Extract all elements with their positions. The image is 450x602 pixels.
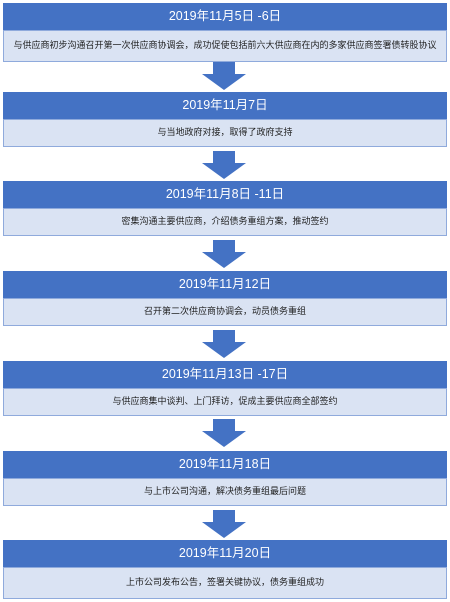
step-description-box: 与供应商集中谈判、上门拜访，促成主要供应商全部签约 [3, 388, 447, 416]
down-arrow-icon [200, 419, 248, 447]
step-date-bar: 2019年11月5日 -6日 [3, 3, 447, 30]
down-arrow-icon [200, 330, 248, 358]
step-description-text: 与上市公司沟通，解决债务重组最后问题 [143, 486, 306, 497]
step-description-text: 与供应商初步沟通召开第一次供应商协调会，成功促使包括前六大供应商在内的多家供应商… [13, 40, 437, 51]
step-date-bar: 2019年11月8日 -11日 [3, 181, 447, 208]
step-date-bar: 2019年11月7日 [3, 92, 447, 119]
down-arrow-icon [200, 240, 248, 268]
step-description-text: 召开第二次供应商协调会，动员债务重组 [143, 306, 306, 317]
down-arrow-icon [200, 151, 248, 179]
step-date-bar: 2019年11月12日 [3, 271, 447, 298]
step-description-box: 与当地政府对接，取得了政府支持 [3, 119, 447, 147]
step-description-box: 召开第二次供应商协调会，动员债务重组 [3, 298, 447, 326]
step-date-bar: 2019年11月18日 [3, 451, 447, 478]
step-description-box: 上市公司发布公告，签署关键协议，债务重组成功 [3, 567, 447, 599]
step-description-text: 密集沟通主要供应商，介绍债务重组方案，推动签约 [121, 216, 329, 227]
down-arrow-icon [200, 62, 248, 90]
step-date-bar: 2019年11月20日 [3, 540, 447, 567]
down-arrow-icon [200, 510, 248, 538]
step-description-box: 与上市公司沟通，解决债务重组最后问题 [3, 478, 447, 506]
step-description-text: 与供应商集中谈判、上门拜访，促成主要供应商全部签约 [112, 396, 338, 407]
step-date-bar: 2019年11月13日 -17日 [3, 361, 447, 388]
step-description-text: 与当地政府对接，取得了政府支持 [157, 127, 293, 138]
step-description-box: 与供应商初步沟通召开第一次供应商协调会，成功促使包括前六大供应商在内的多家供应商… [3, 30, 447, 62]
step-description-box: 密集沟通主要供应商，介绍债务重组方案，推动签约 [3, 208, 447, 236]
step-description-text: 上市公司发布公告，签署关键协议，债务重组成功 [125, 577, 324, 588]
